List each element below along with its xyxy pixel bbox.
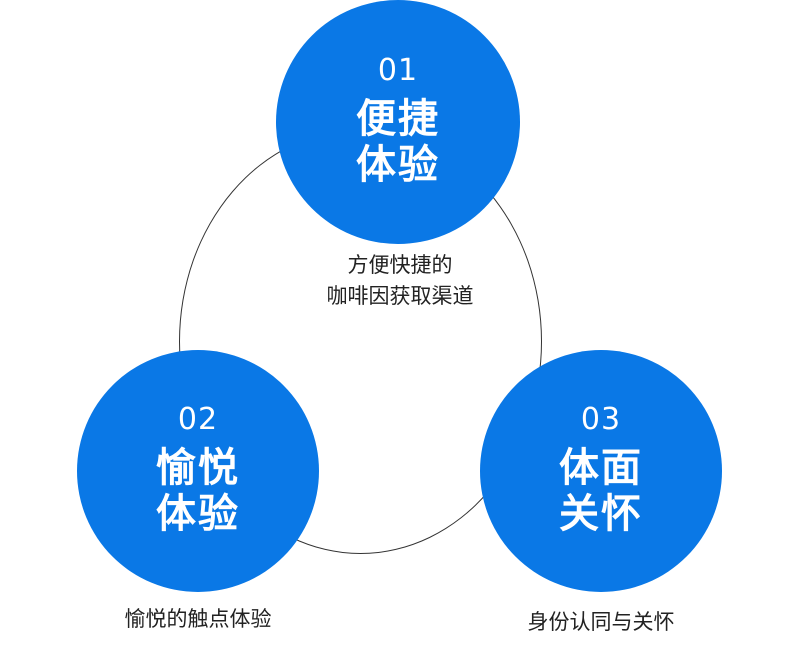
node-03-desc-line1: 身份认同与关怀 (527, 610, 675, 634)
node-02-circle: 02 愉悦 体验 (77, 350, 319, 592)
node-01-desc-line2: 咖啡因获取渠道 (326, 284, 474, 308)
node-02-title-line1: 愉悦 (156, 445, 240, 491)
node-02-title-line2: 体验 (156, 491, 240, 537)
node-01-title-line2: 体验 (356, 142, 440, 188)
node-02-description: 愉悦的触点体验 (80, 604, 316, 635)
node-02-number: 02 (177, 402, 219, 437)
node-01-desc-line1: 方便快捷的 (347, 253, 453, 277)
node-03-title-line1: 体面 (559, 445, 643, 491)
node-03-number: 03 (580, 402, 622, 437)
node-01-number: 01 (377, 53, 419, 88)
node-02-desc-line1: 愉悦的触点体验 (124, 607, 272, 631)
node-01-title-line1: 便捷 (356, 96, 440, 142)
node-03-description: 身份认同与关怀 (482, 607, 720, 638)
node-01-description: 方便快捷的 咖啡因获取渠道 (295, 250, 505, 312)
node-03-circle: 03 体面 关怀 (480, 350, 722, 592)
node-03-title-line2: 关怀 (559, 491, 643, 537)
node-01-circle: 01 便捷 体验 (276, 0, 520, 244)
